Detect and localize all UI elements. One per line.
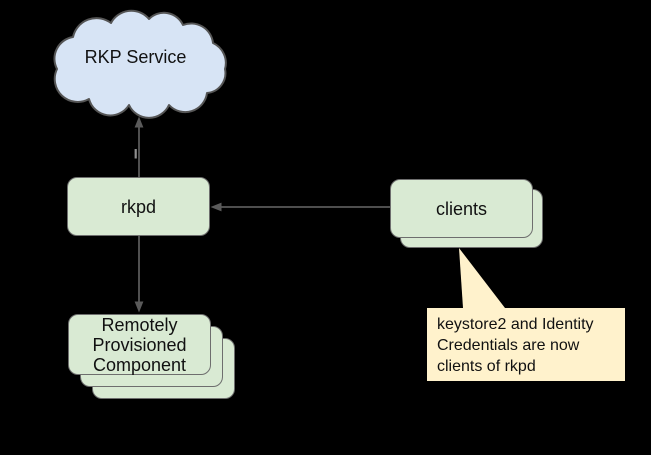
cloud-shape-rkp-service bbox=[53, 9, 227, 119]
node-rkpd: rkpd bbox=[67, 177, 210, 236]
callout-note: keystore2 and Identity Credentials are n… bbox=[427, 308, 625, 381]
node-rpc-label-line: Remotely bbox=[101, 314, 178, 335]
callout-text-line: Credentials are now bbox=[437, 337, 580, 354]
edge-mid-tick bbox=[134, 149, 137, 159]
node-rpc-label-line: Component bbox=[92, 354, 187, 375]
node-clients: clients bbox=[390, 179, 533, 238]
callout-text-line: keystore2 and Identity bbox=[437, 316, 594, 333]
callout-text-line: clients of rkpd bbox=[437, 358, 536, 375]
node-rkpd-label: rkpd bbox=[120, 196, 156, 217]
node-clients-label: clients bbox=[435, 198, 488, 219]
node-rkp-service-label: RKP Service bbox=[84, 46, 187, 67]
arrowhead-down-icon bbox=[134, 301, 144, 313]
node-rpc: Remotely Provisioned Component bbox=[68, 314, 211, 375]
node-rkp-service: RKP Service bbox=[45, 7, 236, 117]
arrowhead-up-icon bbox=[134, 116, 144, 128]
callout-tail bbox=[459, 248, 505, 308]
arrowhead-left-icon bbox=[210, 202, 222, 212]
node-rpc-label-line: Provisioned bbox=[92, 334, 187, 355]
